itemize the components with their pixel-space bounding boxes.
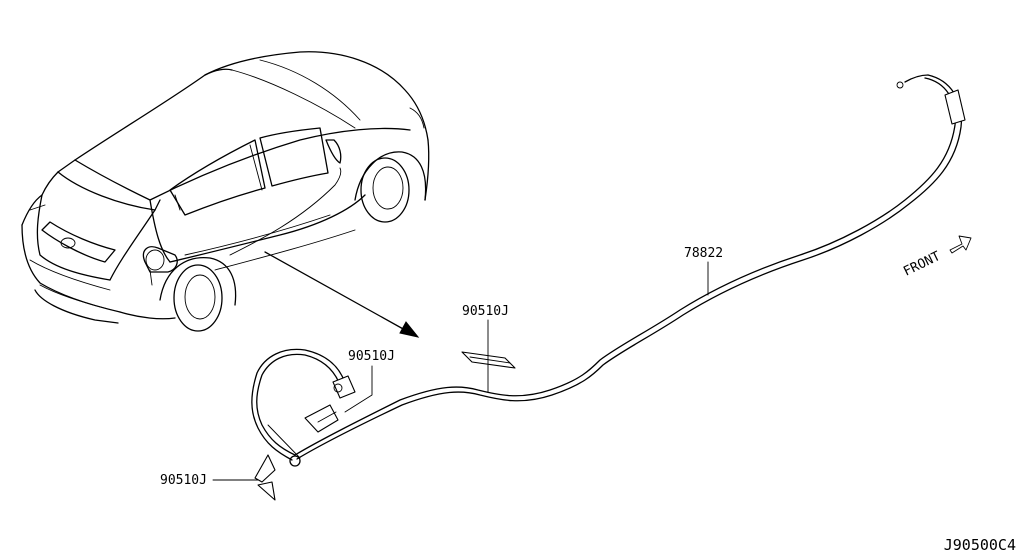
vehicle-illustration: [21, 51, 430, 332]
fuel-lid-opener-cable: [251, 74, 966, 467]
detail-arrow: [264, 251, 420, 338]
label-78822: 78822: [684, 246, 723, 296]
label-90510j-middle: 90510J: [344, 349, 395, 413]
front-direction-indicator: FRONT: [901, 235, 972, 280]
clip-upper-part-number: 90510J: [462, 304, 509, 319]
cable-part-number: 78822: [684, 246, 723, 261]
front-arrow-icon: [949, 235, 972, 254]
diagram-reference-code: J90500C4: [944, 536, 1016, 554]
label-90510j-upper: 90510J: [462, 304, 509, 393]
clip-upper: [461, 351, 516, 369]
clip-middle: [304, 404, 339, 433]
front-label: FRONT: [901, 249, 943, 280]
clip-lower: [254, 454, 276, 501]
clip-middle-part-number: 90510J: [348, 349, 395, 364]
clip-lower-part-number: 90510J: [160, 473, 207, 488]
label-90510j-lower: 90510J: [160, 473, 259, 488]
